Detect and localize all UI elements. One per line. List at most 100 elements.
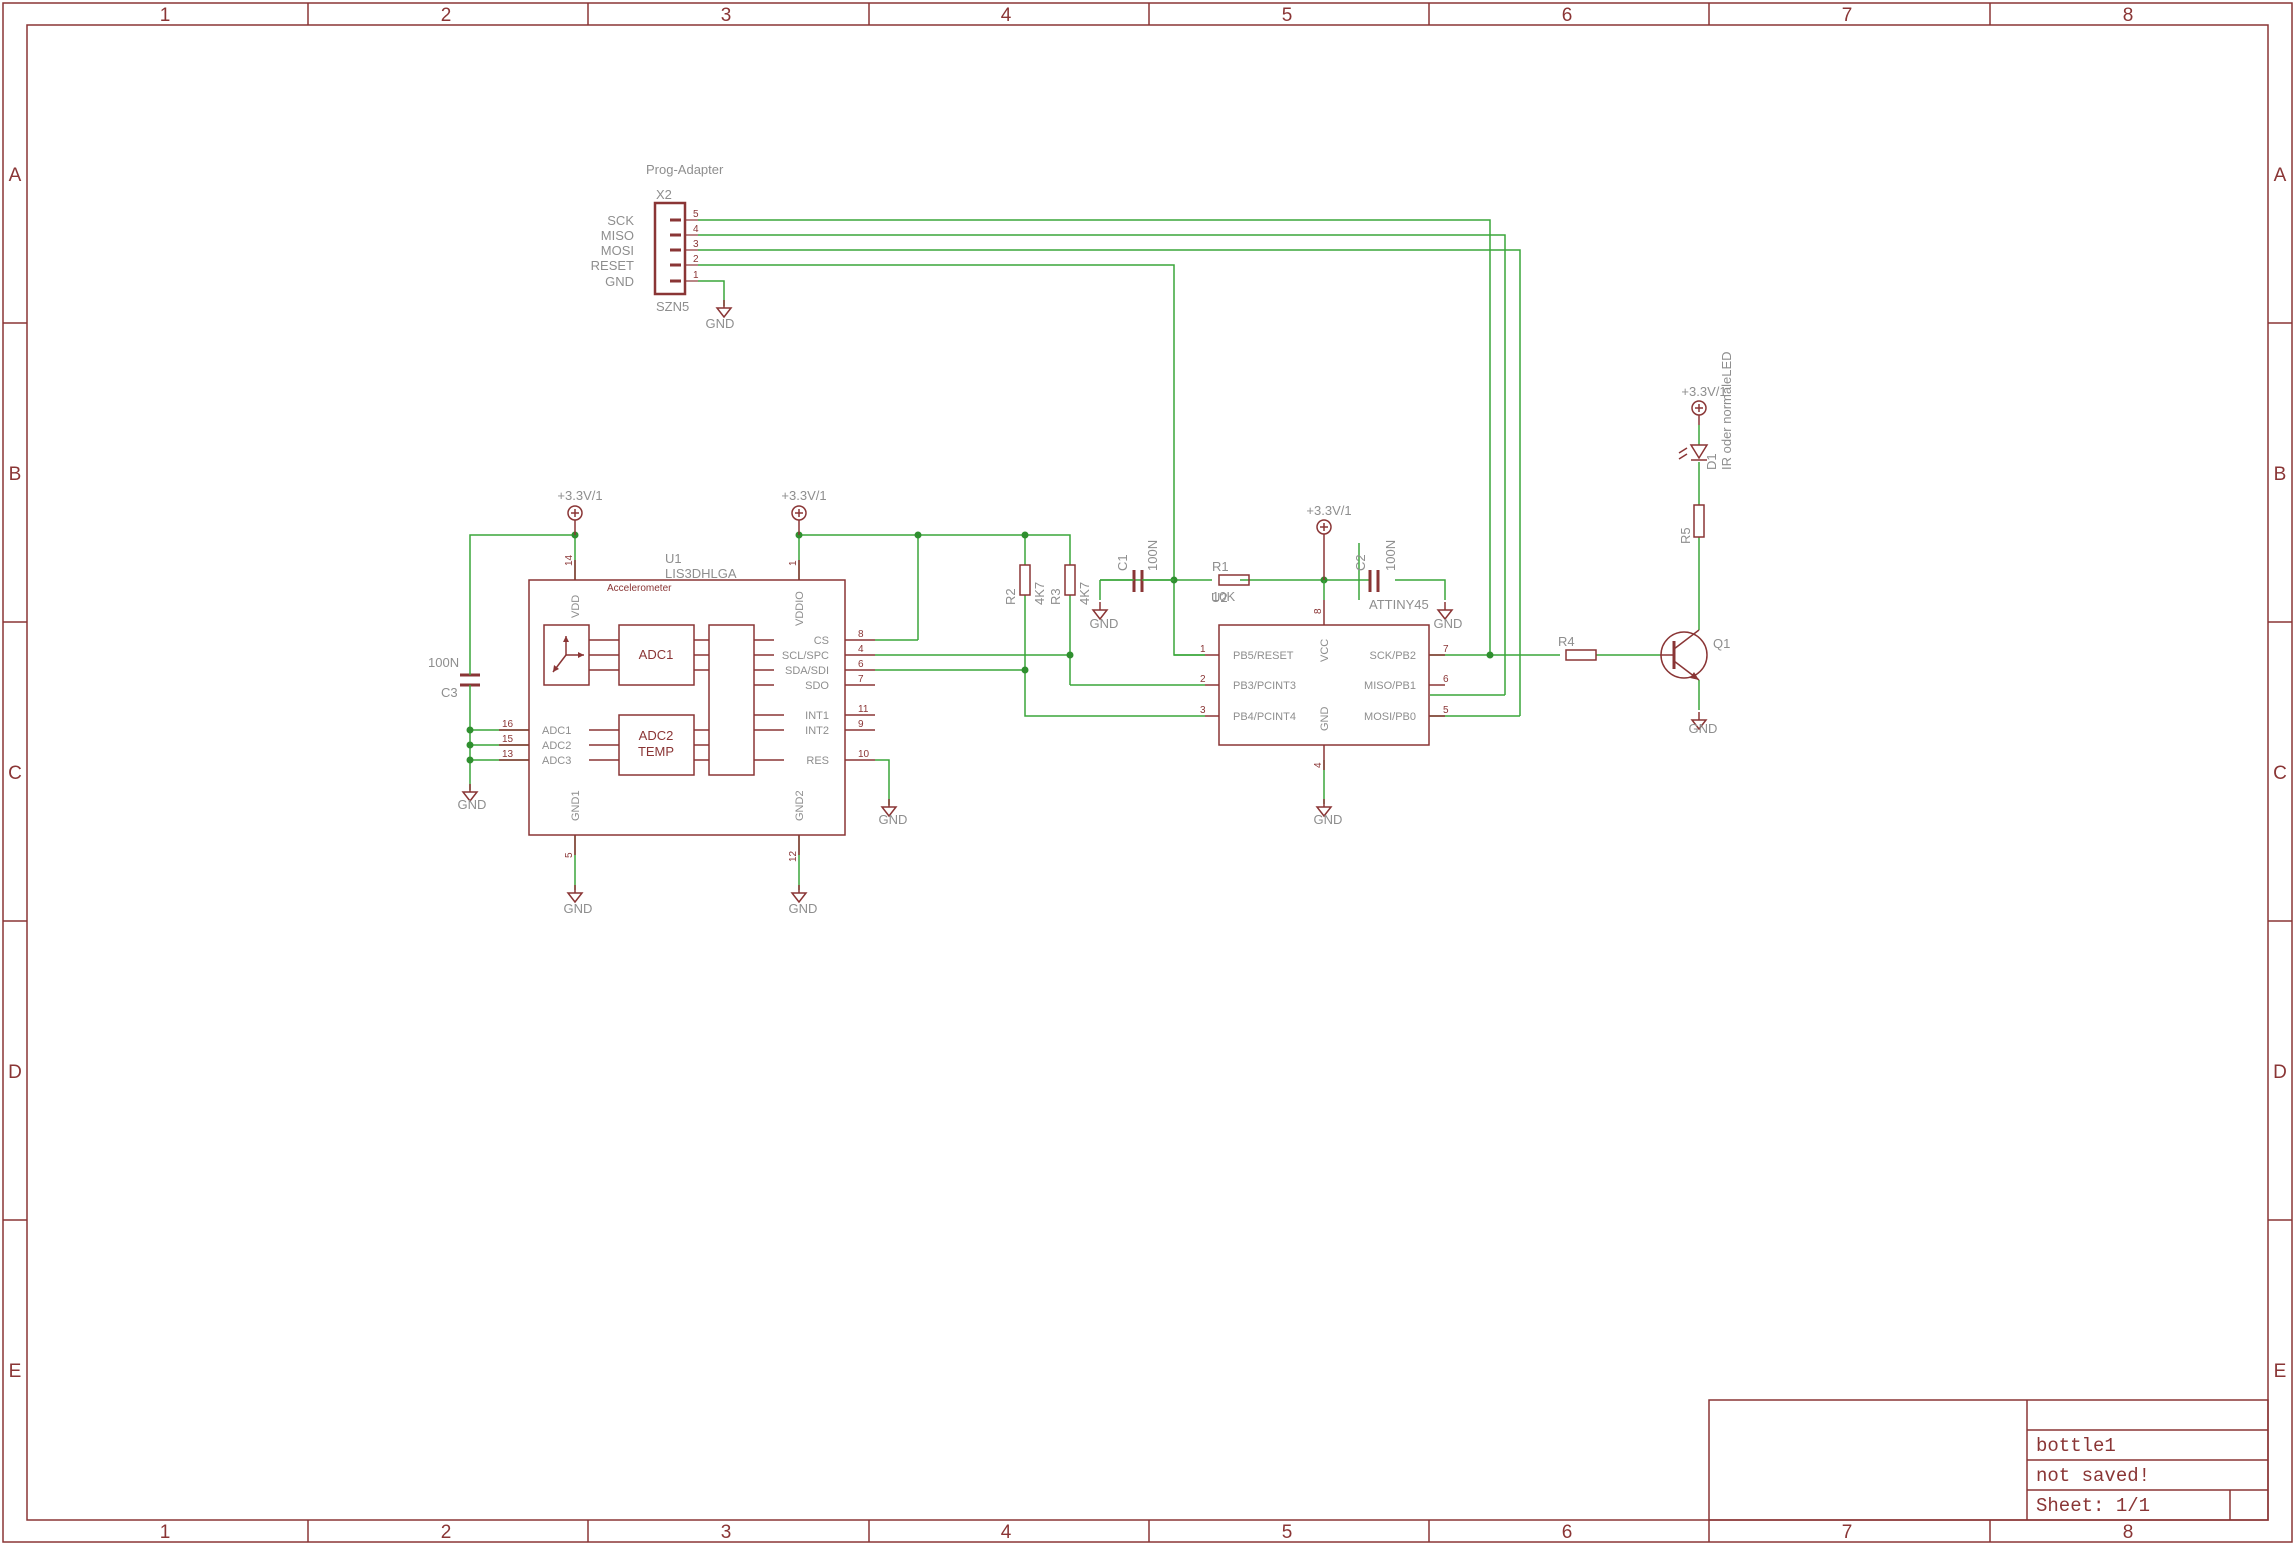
u2-pin-num: 7 <box>1443 644 1449 655</box>
u2-pin-name: PB4/PCINT4 <box>1233 711 1296 723</box>
u1-adc2-block: ADC2 <box>639 728 674 743</box>
connector-x2 <box>653 201 698 296</box>
title-sheet: Sheet: 1/1 <box>2036 1495 2150 1517</box>
led-d1 <box>1678 444 1709 461</box>
supply-icon <box>791 505 807 521</box>
u1-pin-name: GND2 <box>794 790 806 821</box>
row-label-left: C <box>8 763 22 784</box>
gnd-label: GND <box>1434 616 1463 631</box>
u2-value: ATTINY45 <box>1369 597 1429 612</box>
u1-pin-name: INT1 <box>805 710 829 722</box>
r1-ref: R1 <box>1212 559 1229 574</box>
u1-value: LIS3DHLGA <box>665 566 737 581</box>
u1-pin-num: 7 <box>858 674 864 685</box>
u1-pin-name: RES <box>806 755 829 767</box>
col-label-bottom: 1 <box>160 1522 171 1543</box>
u2-pin-name: MOSI/PB0 <box>1364 711 1416 723</box>
u2-pin-num: 4 <box>1313 762 1324 768</box>
axis-arrow-icon <box>553 636 584 672</box>
gnd-label: GND <box>1090 616 1119 631</box>
c2-ref: C2 <box>1353 554 1368 571</box>
connector-title: Prog-Adapter <box>646 162 724 177</box>
row-label-right: E <box>2274 1361 2287 1382</box>
gnd-label: GND <box>879 812 908 827</box>
row-label-right: C <box>2273 763 2287 784</box>
u1-adc1-block: ADC1 <box>639 647 674 662</box>
vcc-label: +3.3V/1 <box>781 488 826 503</box>
resistor-r1 <box>1218 574 1250 586</box>
r4-ref: R4 <box>1558 634 1575 649</box>
resistor-r3 <box>1064 564 1076 596</box>
r2-ref: R2 <box>1003 588 1018 605</box>
ground-icon <box>567 884 583 903</box>
u1-pin-num: 14 <box>564 554 575 566</box>
u1-pin-name: GND1 <box>570 790 582 821</box>
u2-pin-num: 6 <box>1443 674 1449 685</box>
u2-pin-name: GND <box>1319 707 1331 732</box>
transistor-q1 <box>1660 629 1708 681</box>
col-label-top: 2 <box>441 5 452 26</box>
c3-ref: C3 <box>441 685 458 700</box>
u2-pin-num: 5 <box>1443 705 1449 716</box>
u1-pin-num: 4 <box>858 644 864 655</box>
u2-pin-name: PB5/RESET <box>1233 650 1294 662</box>
col-label-bottom: 6 <box>1562 1522 1573 1543</box>
u1-pin-num: 8 <box>858 629 864 640</box>
c1-value: 100N <box>1145 540 1160 571</box>
connector-signal: RESET <box>591 258 634 273</box>
u1-pin-num: 16 <box>502 719 514 730</box>
col-label-top: 6 <box>1562 5 1573 26</box>
u1-pin-name: SDO <box>805 680 829 692</box>
u1-temp-block: TEMP <box>638 744 674 759</box>
c1-ref: C1 <box>1115 554 1130 571</box>
c2-value: 100N <box>1383 540 1398 571</box>
u2-pin-name: SCK/PB2 <box>1370 650 1416 662</box>
col-label-bottom: 2 <box>441 1522 452 1543</box>
u2-ref: U2 <box>1211 590 1228 605</box>
u1-pin-num: 15 <box>502 734 514 745</box>
supply-icon <box>1691 400 1707 416</box>
gnd-label: GND <box>564 901 593 916</box>
gnd-label: GND <box>458 797 487 812</box>
c3-value: 100N <box>428 655 459 670</box>
row-label-left: B <box>9 464 22 485</box>
connector-pin-num: 5 <box>693 209 699 220</box>
r5-ref: R5 <box>1678 527 1693 544</box>
u1-title: Accelerometer <box>607 583 672 594</box>
gnd-label: GND <box>706 316 735 331</box>
col-label-top: 1 <box>160 5 171 26</box>
vcc-label: +3.3V/1 <box>1681 384 1726 399</box>
emitter-arrow-icon <box>1690 672 1699 680</box>
frame-column-labels: 1 2 3 4 5 6 7 8 1 2 3 4 5 6 7 8 <box>160 5 2134 1543</box>
col-label-top: 8 <box>2123 5 2134 26</box>
connector-signal: MOSI <box>601 243 634 258</box>
title-name: bottle1 <box>2036 1435 2116 1457</box>
ground-icon <box>791 884 807 903</box>
connector-signal: MISO <box>601 228 634 243</box>
u2-pin-num: 8 <box>1313 608 1324 614</box>
u2-pin-name: MISO/PB1 <box>1364 680 1416 692</box>
r3-ref: R3 <box>1048 588 1063 605</box>
u1-pin-num: 9 <box>858 719 864 730</box>
gnd-label: GND <box>1689 721 1718 736</box>
resistor-r2 <box>1019 564 1031 596</box>
col-label-top: 5 <box>1282 5 1293 26</box>
net-wires <box>469 219 1700 890</box>
row-label-right: B <box>2274 464 2287 485</box>
col-label-top: 3 <box>721 5 732 26</box>
r2-value: 4K7 <box>1032 582 1047 605</box>
accelerometer-u1 <box>499 560 875 855</box>
connector-pin-num: 2 <box>693 254 699 265</box>
gnd-label: GND <box>789 901 818 916</box>
u1-pin-num: 13 <box>502 749 514 760</box>
u1-pin-name: ADC3 <box>542 755 571 767</box>
u1-pin-name: ADC2 <box>542 740 571 752</box>
r3-value: 4K7 <box>1077 582 1092 605</box>
row-label-right: A <box>2274 165 2287 186</box>
u1-pin-name: SCL/SPC <box>782 650 829 662</box>
col-label-top: 7 <box>1842 5 1853 26</box>
col-label-bottom: 3 <box>721 1522 732 1543</box>
u1-pin-name: SDA/SDI <box>785 665 829 677</box>
